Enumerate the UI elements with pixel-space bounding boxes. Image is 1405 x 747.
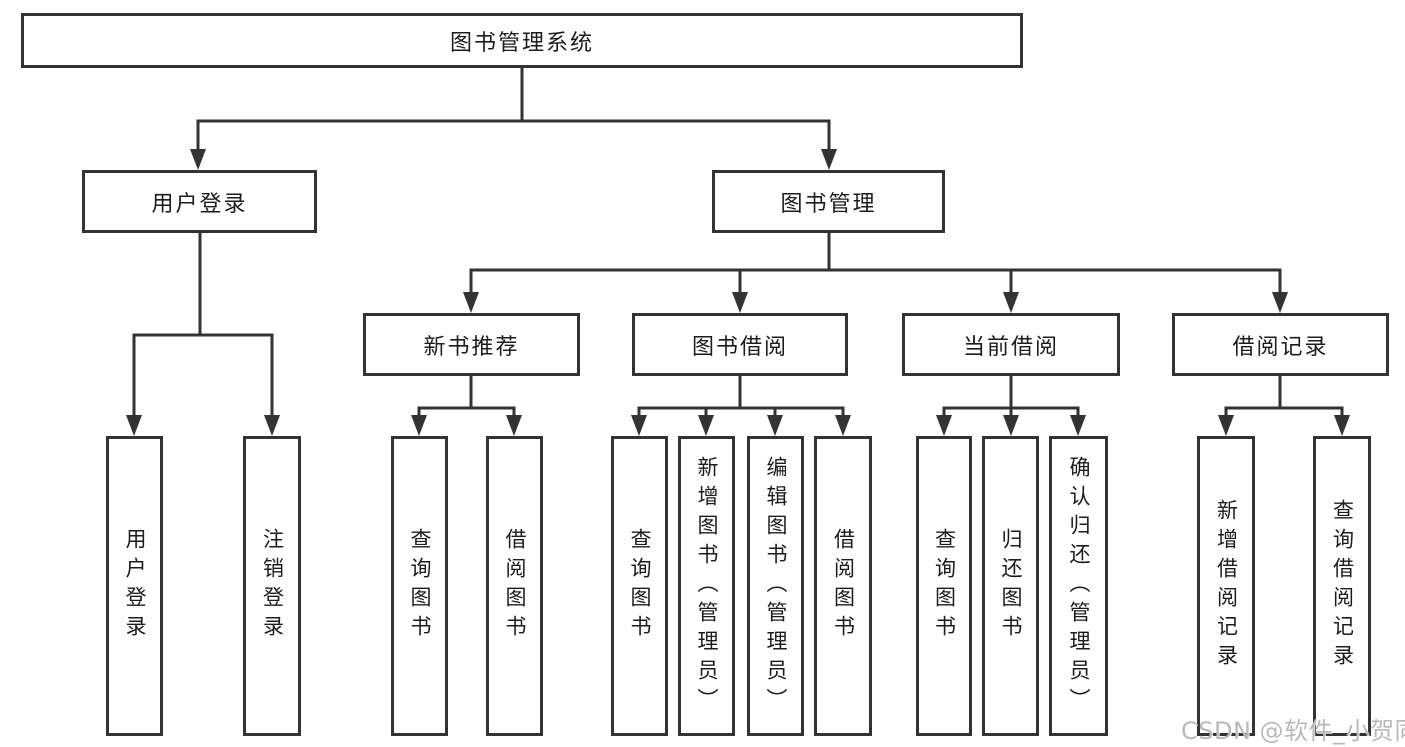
leaf-logout: 注销登录	[243, 436, 301, 736]
leaf-records-add-record: 新增借阅记录	[1197, 436, 1255, 736]
leaf-user-login: 用户登录	[106, 436, 163, 736]
arrowhead	[411, 415, 427, 436]
arrowhead	[631, 415, 647, 436]
leaf-current-confirm-return-admin: 确认归还（管理员）	[1049, 436, 1108, 736]
leaf-label: 用户登录	[123, 528, 147, 644]
arrowhead	[264, 415, 280, 436]
leaf-label: 新增图书（管理员）	[695, 455, 719, 717]
arrowhead	[1003, 415, 1019, 436]
arrowhead	[1070, 415, 1086, 436]
arrowhead	[732, 292, 748, 313]
connector-mgmt-to-level3	[463, 231, 1288, 313]
leaf-borrow-borrow-books: 借阅图书	[814, 436, 872, 736]
leaf-current-return-books: 归还图书	[982, 436, 1039, 736]
arrowhead	[190, 149, 206, 170]
node-current-borrow: 当前借阅	[902, 313, 1120, 376]
leaf-label: 编辑图书（管理员）	[764, 455, 788, 717]
leaf-records-query-record: 查询借阅记录	[1313, 436, 1371, 736]
connector-newbook-to-leaves	[411, 374, 522, 436]
leaf-borrow-query-books: 查询图书	[611, 436, 668, 736]
leaf-label: 归还图书	[999, 528, 1023, 644]
node-user-login: 用户登录	[82, 170, 317, 233]
leaf-borrow-edit-books-admin: 编辑图书（管理员）	[747, 436, 804, 736]
node-new-book-recommend: 新书推荐	[363, 313, 580, 376]
arrowhead	[767, 415, 783, 436]
arrowhead	[835, 415, 851, 436]
leaf-label: 注销登录	[260, 528, 285, 644]
leaf-label: 新增借阅记录	[1214, 499, 1239, 673]
leaf-label: 查询图书	[932, 528, 957, 644]
arrowhead	[463, 292, 479, 313]
arrowhead	[1334, 415, 1350, 436]
arrowhead	[506, 415, 522, 436]
leaf-label: 借阅图书	[503, 528, 527, 644]
connector-root-to-level2	[190, 66, 837, 170]
node-book-mgmt: 图书管理	[712, 170, 945, 233]
leaf-newbook-borrow-books: 借阅图书	[486, 436, 543, 736]
arrowhead	[1003, 292, 1019, 313]
arrowhead	[698, 415, 714, 436]
arrowhead	[1272, 292, 1288, 313]
leaf-label: 查询借阅记录	[1330, 499, 1355, 673]
arrowhead	[821, 149, 837, 170]
arrowhead	[936, 415, 952, 436]
leaf-newbook-query-books: 查询图书	[391, 436, 448, 736]
node-book-borrow: 图书借阅	[632, 313, 848, 376]
leaf-current-query-books: 查询图书	[916, 436, 972, 736]
leaf-borrow-add-books-admin: 新增图书（管理员）	[678, 436, 735, 736]
leaf-label: 借阅图书	[831, 528, 856, 644]
arrowhead	[126, 415, 142, 436]
leaf-label: 确认归还（管理员）	[1067, 455, 1091, 717]
watermark: CSDN @软件_小贺同学	[1181, 717, 1405, 745]
node-system: 图书管理系统	[21, 13, 1023, 68]
leaf-label: 查询图书	[628, 528, 652, 644]
connector-current-to-leaves	[936, 374, 1086, 436]
node-borrow-records: 借阅记录	[1172, 313, 1389, 376]
leaf-label: 查询图书	[408, 528, 432, 644]
connector-login-to-leaves	[126, 231, 280, 436]
connector-records-to-leaves	[1218, 374, 1350, 436]
arrowhead	[1218, 415, 1234, 436]
connector-borrow-to-leaves	[631, 374, 851, 436]
